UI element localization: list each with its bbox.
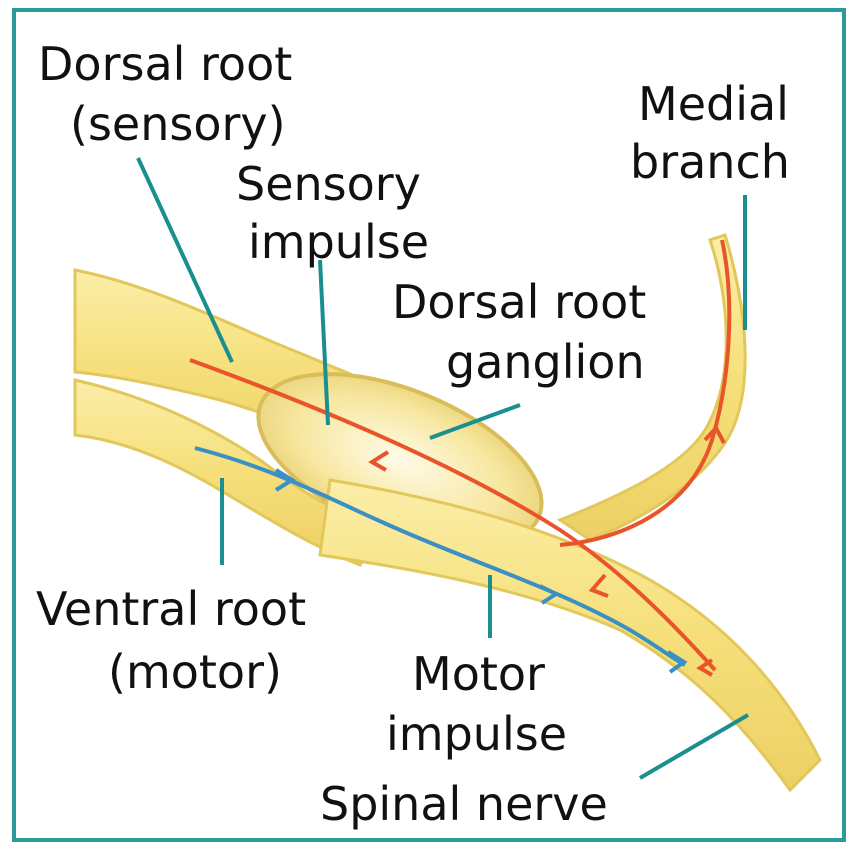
motor-impulse-label-line1: Motor	[412, 647, 545, 701]
dorsal-root-label-line1: Dorsal root	[38, 37, 292, 91]
dorsal-root-label-line2: (sensory)	[70, 97, 286, 151]
motor-impulse-label-line2: impulse	[386, 707, 567, 761]
medial-branch-label-line2: branch	[630, 135, 790, 189]
sensory-impulse-label-line2: impulse	[248, 215, 429, 269]
ventral-root-label-line1: Ventral root	[36, 582, 306, 636]
ventral-root-label-line2: (motor)	[108, 645, 282, 699]
drg-label-line2: ganglion	[446, 335, 645, 389]
sensory-impulse-label-line1: Sensory	[236, 157, 421, 211]
drg-label-line1: Dorsal root	[392, 275, 646, 329]
spinal-nerve-label: Spinal nerve	[320, 777, 608, 831]
medial-branch-label-line1: Medial	[638, 77, 789, 131]
